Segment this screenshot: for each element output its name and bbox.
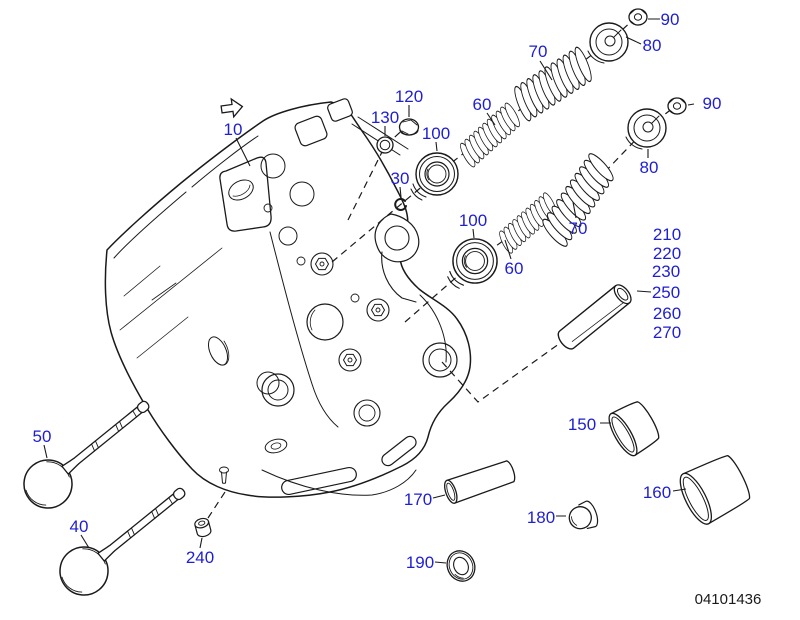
part-label-190[interactable]: 190 bbox=[406, 553, 434, 572]
part-label-150[interactable]: 150 bbox=[568, 415, 596, 434]
leader-lines bbox=[43, 18, 695, 564]
part-label-130[interactable]: 130 bbox=[371, 108, 399, 127]
part-collet-nut-90-upper bbox=[628, 8, 648, 26]
part-label-40[interactable]: 40 bbox=[70, 517, 89, 536]
part-valve-stem-seal-190 bbox=[446, 550, 476, 582]
part-label-270[interactable]: 270 bbox=[653, 323, 681, 342]
diagram-number: 04101436 bbox=[695, 591, 762, 608]
part-cylinder-head bbox=[104, 98, 472, 498]
part-label-100-lower[interactable]: 100 bbox=[459, 211, 487, 230]
part-exhaust-valve-40 bbox=[49, 471, 200, 606]
part-label-70-upper[interactable]: 70 bbox=[529, 42, 548, 61]
part-outer-valve-spring-70-upper bbox=[505, 44, 601, 124]
part-cap-240 bbox=[194, 517, 212, 538]
part-labels: 90 80 70 60 120 130 100 90 80 10 30 100 … bbox=[33, 10, 722, 572]
part-collet-nut-90-lower bbox=[667, 97, 687, 115]
part-sleeve-160 bbox=[679, 454, 751, 525]
part-label-60-lower[interactable]: 60 bbox=[505, 259, 524, 278]
part-valve-guide-250 bbox=[557, 284, 632, 350]
part-label-220[interactable]: 220 bbox=[653, 244, 681, 263]
part-label-50[interactable]: 50 bbox=[33, 427, 52, 446]
part-plug-180 bbox=[568, 500, 599, 530]
part-spring-seat-100-upper bbox=[410, 152, 459, 201]
part-spring-seat-100-lower bbox=[446, 238, 498, 290]
part-label-70-lower[interactable]: 70 bbox=[569, 219, 588, 238]
part-label-90-lower[interactable]: 90 bbox=[703, 94, 722, 113]
part-label-240[interactable]: 240 bbox=[186, 548, 214, 567]
part-label-160[interactable]: 160 bbox=[643, 483, 671, 502]
part-label-30[interactable]: 30 bbox=[391, 169, 410, 188]
direction-arrow-icon bbox=[220, 97, 244, 119]
stud-for-cap-240 bbox=[219, 466, 229, 484]
part-label-90-upper[interactable]: 90 bbox=[661, 10, 680, 29]
part-intake-valve-50 bbox=[13, 384, 164, 519]
part-plug-120 bbox=[398, 118, 420, 136]
part-dowel-tube-170 bbox=[444, 460, 516, 504]
part-circlip-30 bbox=[394, 198, 407, 211]
part-spring-retainer-80-upper bbox=[587, 22, 629, 64]
part-tappet-150 bbox=[608, 401, 660, 457]
part-label-100-upper[interactable]: 100 bbox=[422, 124, 450, 143]
part-label-260[interactable]: 260 bbox=[653, 304, 681, 323]
part-label-10[interactable]: 10 bbox=[224, 120, 243, 139]
part-label-60-upper[interactable]: 60 bbox=[473, 95, 492, 114]
part-label-80-lower[interactable]: 80 bbox=[640, 158, 659, 177]
part-label-170[interactable]: 170 bbox=[404, 490, 432, 509]
part-label-210[interactable]: 210 bbox=[653, 225, 681, 244]
part-label-230[interactable]: 230 bbox=[652, 262, 680, 281]
part-label-120[interactable]: 120 bbox=[395, 87, 423, 106]
part-label-180[interactable]: 180 bbox=[527, 508, 555, 527]
part-label-250[interactable]: 250 bbox=[652, 283, 680, 302]
part-label-80-upper[interactable]: 80 bbox=[643, 36, 662, 55]
part-seal-ring-130 bbox=[376, 136, 394, 154]
